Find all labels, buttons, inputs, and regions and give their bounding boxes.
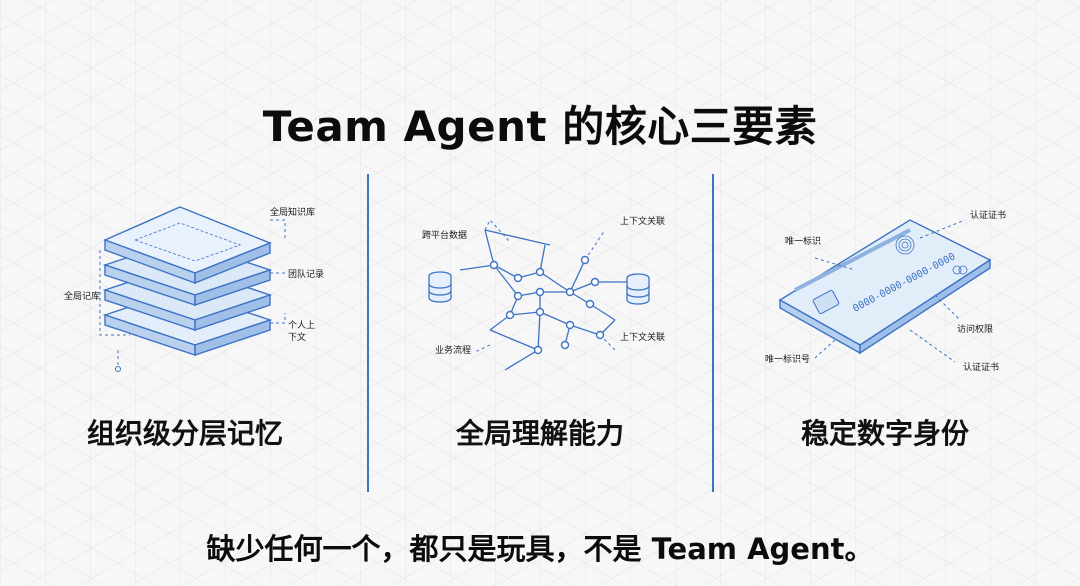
callout-auth-cert-bottom: 认证证书: [963, 361, 999, 373]
network-graph-icon: 跨平台数据 上下文关联 业务流程 上下文关联: [422, 215, 665, 371]
page-title: Team Agent 的核心三要素: [262, 102, 818, 151]
panel-label-identity: 稳定数字身份: [800, 417, 969, 450]
callout-personal-context-2: 下文: [288, 331, 306, 343]
identity-card-icon: 0000-0000-0000-0000 唯一标识 认证证书 访问权限 唯一标识号…: [765, 209, 1006, 373]
panel-label-understanding: 全局理解能力: [455, 417, 624, 450]
callout-team-record: 团队记录: [288, 268, 324, 280]
callout-unique-identifier: 唯一标识: [785, 235, 821, 247]
panel-label-memory: 组织级分层记忆: [86, 417, 283, 450]
callout-access-rights: 访问权限: [957, 323, 993, 335]
layered-memory-stack-icon: 全局知识库 团队记录 个人上 下文 全局记库: [64, 206, 324, 372]
tagline: 缺少任何一个，都只是玩具，不是 Team Agent。: [206, 532, 874, 566]
callout-unique-id-number: 唯一标识号: [765, 353, 810, 365]
callout-auth-cert-top: 认证证书: [970, 209, 1006, 221]
callout-cross-platform-data: 跨平台数据: [422, 229, 467, 241]
divider-right: [712, 174, 714, 492]
callout-global-memory: 全局记库: [64, 290, 100, 302]
callout-business-flow: 业务流程: [435, 344, 471, 356]
callout-context-link-top: 上下文关联: [620, 215, 665, 227]
callout-personal-context-1: 个人上: [288, 320, 315, 331]
callout-context-link-bottom: 上下文关联: [620, 331, 665, 343]
divider-left: [367, 174, 369, 492]
callout-knowledge-base: 全局知识库: [270, 206, 315, 218]
